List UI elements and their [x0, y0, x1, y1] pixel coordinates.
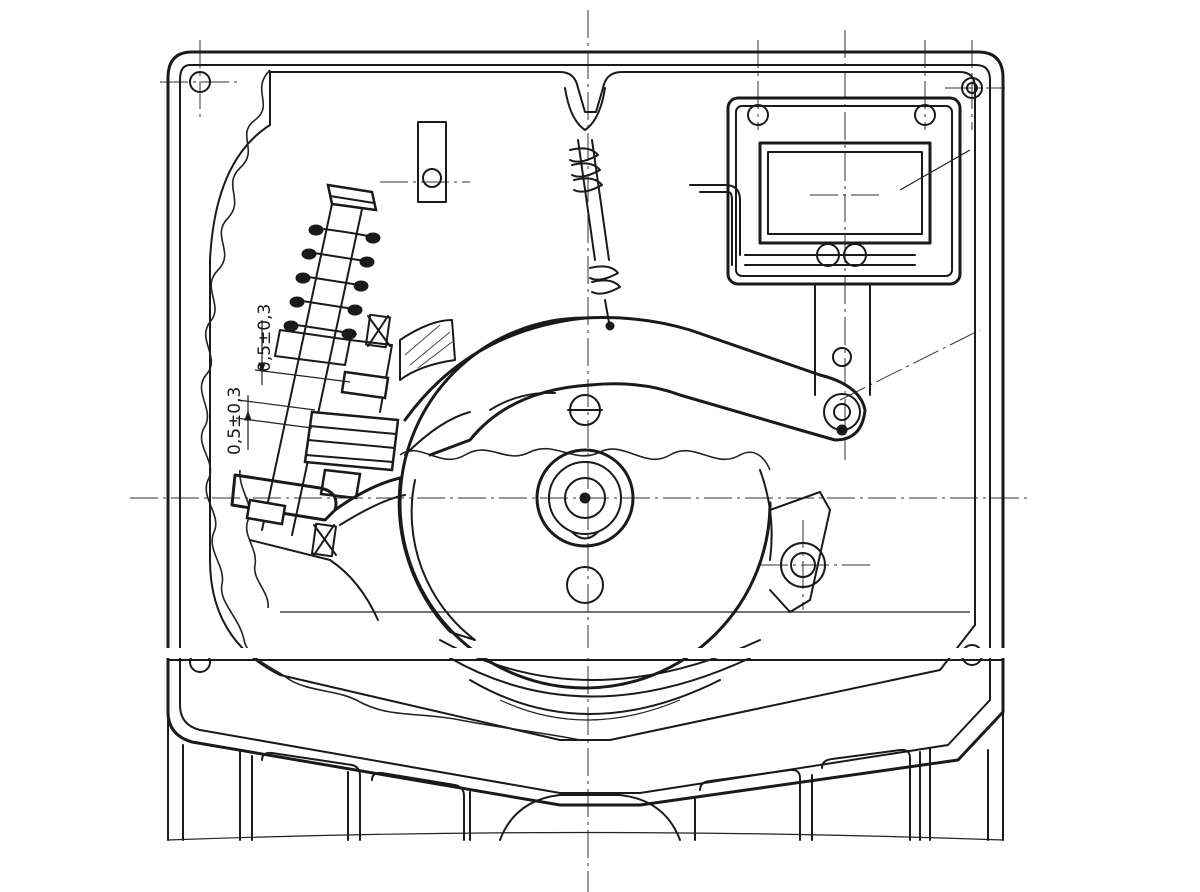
sector-gear: [397, 316, 831, 721]
electromagnet: [689, 96, 971, 286]
dimension-lines: [235, 320, 351, 450]
tension-spring: [564, 87, 621, 331]
adjusting-screw: [230, 183, 456, 621]
dimension-label-lower: 0,5±0,3: [225, 387, 245, 455]
bottom-ribs: [167, 711, 1004, 841]
bracket-block: [417, 121, 447, 203]
lever-arm: [403, 284, 871, 457]
center-lines: [130, 10, 1030, 892]
breakout-lines: [200, 69, 771, 741]
housing: [166, 50, 1005, 807]
dimension-label-upper: 0,5±0,3: [255, 304, 275, 372]
scan-band: [160, 648, 1020, 658]
